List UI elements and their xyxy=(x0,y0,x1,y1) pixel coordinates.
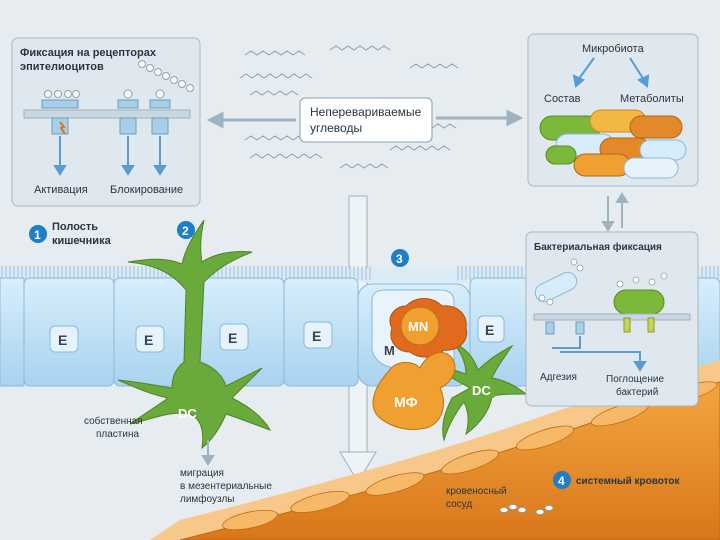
e-label-4: E xyxy=(312,328,321,344)
lumen-label-2: кишечника xyxy=(52,235,112,247)
microbiota-panel: Микробиота Состав Метаболиты xyxy=(528,34,698,186)
composition-label: Состав xyxy=(544,93,581,105)
bacterial-fixation-title: Бактериальная фиксация xyxy=(534,241,662,253)
uptake-label-1: Поглощение xyxy=(606,374,664,385)
fixation-membrane xyxy=(534,314,690,320)
marker-3-number: 3 xyxy=(396,252,403,266)
e-label-1: E xyxy=(58,332,67,348)
lamina-label-1: собственная xyxy=(84,415,143,427)
lumen-label-1: Полость xyxy=(52,221,98,233)
microbiota-title: Микробиота xyxy=(582,43,645,55)
mf-label: МФ xyxy=(394,394,418,410)
activation-label: Активация xyxy=(34,184,88,196)
dc-label-2: DC xyxy=(472,383,491,398)
receptor-right-ligand xyxy=(156,90,164,98)
e-label-5: E xyxy=(485,322,494,338)
m-label: M xyxy=(384,343,395,358)
migration-label-2: в мезентериальные xyxy=(180,481,272,492)
uptake-label-2: бактерий xyxy=(616,386,658,398)
marker-4-number: 4 xyxy=(558,474,565,488)
carbohydrates-label-1: Неперевариваемые xyxy=(310,105,422,119)
mn-label: MN xyxy=(408,319,428,334)
carbohydrates-label-2: углеводы xyxy=(310,121,362,135)
migration-label-1: миграция xyxy=(180,468,224,479)
bacterium-green xyxy=(614,290,664,314)
receptors-title-1: Фиксация на рецепторах xyxy=(20,47,157,59)
marker-2-number: 2 xyxy=(182,224,189,238)
bacterial-fixation-panel: Бактериальная фиксация Адгезия Поглощени… xyxy=(526,232,698,406)
dc-label-1: DC xyxy=(178,406,197,421)
adhesion-label: Адгезия xyxy=(540,372,577,383)
receptors-panel: Фиксация на рецепторах эпителиоцитов xyxy=(12,38,200,206)
migration-label-3: лимфоузлы xyxy=(180,493,234,505)
metabolites-label: Метаболиты xyxy=(620,93,684,105)
marker-1-number: 1 xyxy=(34,228,41,242)
vessel-label-2: сосуд xyxy=(446,499,472,510)
e-label-3: E xyxy=(228,330,237,346)
vessel-label-1: кровеносный xyxy=(446,486,507,497)
blocking-label: Блокирование xyxy=(110,184,183,196)
e-label-2: E xyxy=(144,332,153,348)
receptors-title-2: эпителиоцитов xyxy=(20,61,104,73)
systemic-circulation-label: системный кровоток xyxy=(576,476,680,487)
receptor-middle-ligand xyxy=(124,90,132,98)
lamina-label-2: пластина xyxy=(96,429,140,440)
receptors-membrane xyxy=(24,110,190,118)
